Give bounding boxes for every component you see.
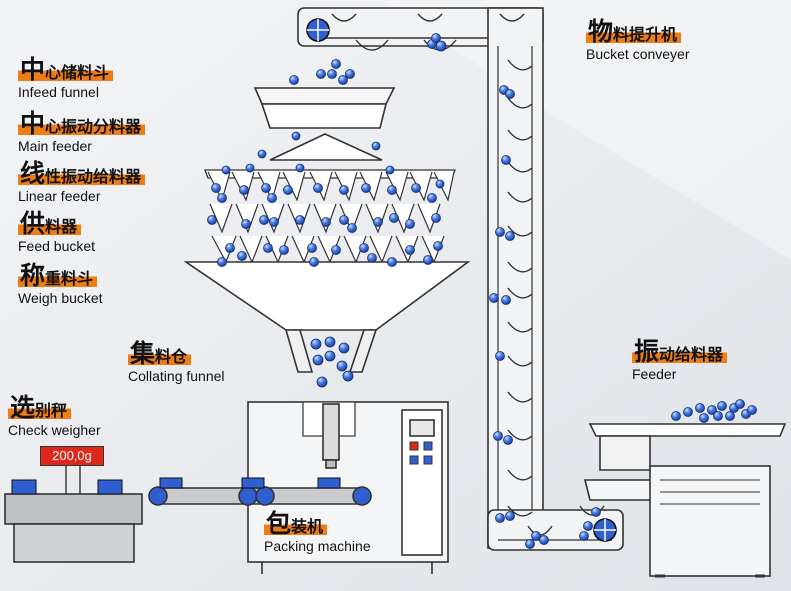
label-cn-big: 中 bbox=[20, 55, 46, 84]
forming-tube bbox=[322, 403, 340, 461]
label-check-weigher: 选别秤 Check weigher bbox=[8, 395, 101, 438]
weight-display: 200,0g bbox=[40, 446, 104, 466]
label-cn-rest: 装机 bbox=[291, 517, 324, 536]
label-collating-funnel: 集料仓 Collating funnel bbox=[128, 341, 225, 384]
output-conveyor bbox=[148, 477, 372, 506]
label-main-feeder: 中心振动分料器 Main feeder bbox=[18, 111, 146, 154]
infeed-funnel bbox=[253, 87, 396, 129]
label-en: Linear feeder bbox=[18, 188, 101, 204]
label-cn-big: 线 bbox=[20, 159, 46, 188]
label-en: Infeed funnel bbox=[18, 84, 99, 100]
packing-machine bbox=[247, 401, 449, 574]
label-cn-big: 物 bbox=[588, 17, 614, 46]
label-cn-rest: 别秤 bbox=[35, 401, 68, 420]
label-linear-feeder: 线性振动给料器 Linear feeder bbox=[18, 161, 146, 204]
pellets bbox=[207, 33, 757, 549]
main-feeder bbox=[269, 133, 383, 161]
label-cn-big: 供 bbox=[20, 209, 46, 238]
label-en: Bucket conveyer bbox=[586, 46, 690, 62]
label-en: Packing machine bbox=[264, 538, 371, 554]
label-cn-rest: 重料斗 bbox=[45, 269, 94, 288]
check-weigher bbox=[4, 462, 143, 563]
label-cn-rest: 料提升机 bbox=[613, 25, 678, 44]
label-en: Feeder bbox=[632, 366, 677, 382]
label-cn-rest: 心储料斗 bbox=[45, 63, 110, 82]
conveyer-column bbox=[487, 7, 544, 549]
label-infeed-funnel: 中心储料斗 Infeed funnel bbox=[18, 57, 114, 100]
label-cn-rest: 料器 bbox=[45, 217, 78, 236]
label-en: Main feeder bbox=[18, 138, 92, 154]
label-cn-rest: 料仓 bbox=[155, 347, 188, 366]
label-cn-rest: 心振动分料器 bbox=[45, 117, 142, 136]
label-feed-bucket: 供料器 Feed bucket bbox=[18, 211, 96, 254]
label-cn-big: 选 bbox=[10, 393, 36, 422]
label-cn-big: 振 bbox=[634, 337, 660, 366]
label-en: Check weigher bbox=[8, 422, 101, 438]
vibrating-feeder bbox=[583, 423, 787, 578]
label-en: Weigh bucket bbox=[18, 290, 103, 306]
label-cn-big: 称 bbox=[20, 261, 46, 290]
label-weigh-bucket: 称重料斗 Weigh bucket bbox=[18, 263, 103, 306]
label-cn-rest: 动给料器 bbox=[659, 345, 724, 364]
label-cn-big: 包 bbox=[266, 509, 292, 538]
label-en: Collating funnel bbox=[128, 368, 225, 384]
label-packing-machine: 包装机 Packing machine bbox=[264, 511, 371, 554]
label-en: Feed bucket bbox=[18, 238, 96, 254]
label-cn-big: 集 bbox=[130, 339, 156, 368]
label-bucket-conveyer: 物料提升机 Bucket conveyer bbox=[586, 19, 690, 62]
label-feeder: 振动给料器 Feeder bbox=[632, 339, 728, 382]
bucket-conveyer bbox=[297, 7, 624, 551]
label-cn-rest: 性振动给料器 bbox=[45, 167, 142, 186]
label-cn-big: 中 bbox=[20, 109, 46, 138]
